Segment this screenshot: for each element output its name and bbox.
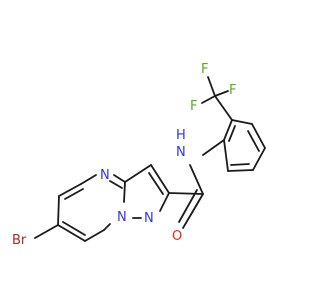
atom-n-amide: N: [176, 145, 186, 160]
bond-c5-c4: [58, 183, 82, 197]
bond-c4-n3: [80, 174, 97, 185]
atom-f-left: F: [190, 99, 197, 114]
bond-ph1-ph2: [223, 119, 233, 141]
bond-ph3-ph4: [251, 123, 266, 149]
atom-n-bridge: N: [117, 210, 127, 225]
bond-c3-c2: [150, 164, 170, 194]
bond-c3-c2-double: [148, 172, 164, 195]
bond-c2-ccarbonyl: [168, 192, 204, 195]
atom-o-carbonyl: O: [172, 229, 182, 244]
atom-n-pyrimidine: N: [100, 168, 110, 183]
bond-ph5-ph6-double: [230, 163, 250, 166]
bond-n8-c7-link: [103, 223, 111, 231]
atom-h-amide: H: [176, 128, 186, 143]
bond-ph3-ph4-double: [247, 130, 260, 152]
bond-c6-br: [34, 224, 59, 239]
bond-ph2-cf3: [214, 95, 233, 121]
atom-n-pyrazole: N: [144, 211, 154, 226]
bond-layer: [34, 76, 266, 242]
bond-c7-n8: [84, 229, 105, 242]
bond-ccarbonyl-nh: [189, 164, 204, 195]
bond-c5-c4-double: [64, 188, 84, 200]
bond-n3-c3a-double: [109, 180, 123, 189]
bond-ccarbonyl-o-double: [178, 189, 198, 223]
bond-c5-c6: [57, 195, 60, 226]
bond-ph6-ph1: [223, 139, 229, 172]
bond-c3a-n8: [123, 181, 126, 203]
bond-ph2-ph3: [231, 119, 253, 125]
bond-cf3-ftop: [207, 76, 216, 97]
atom-f-right: F: [229, 83, 236, 98]
bond-c6-c7: [57, 224, 86, 242]
bond-ccarbonyl-o: [182, 193, 204, 229]
atom-label-layer: Br N N N N H O F F F: [12, 62, 236, 248]
bond-cf3-fleft: [201, 95, 216, 104]
atom-f-top: F: [201, 62, 208, 77]
bond-ph5-ph6: [227, 169, 254, 172]
bond-ph1-ph2-inner: [228, 125, 236, 142]
molecule-structure: Br N N N N H O F F F: [12, 62, 266, 248]
bond-cf3-fright: [214, 90, 229, 97]
bond-c2-n1: [159, 192, 170, 212]
bond-c3a-c3: [124, 164, 152, 183]
bond-nh-cphenyl: [202, 139, 225, 156]
bond-n3-c3a: [113, 174, 126, 183]
atom-br: Br: [12, 233, 27, 248]
molecule-canvas: Br N N N N H O F F F: [12, 62, 266, 248]
bond-c6-c7-double: [62, 221, 86, 236]
bond-ph4-ph5: [252, 147, 266, 171]
